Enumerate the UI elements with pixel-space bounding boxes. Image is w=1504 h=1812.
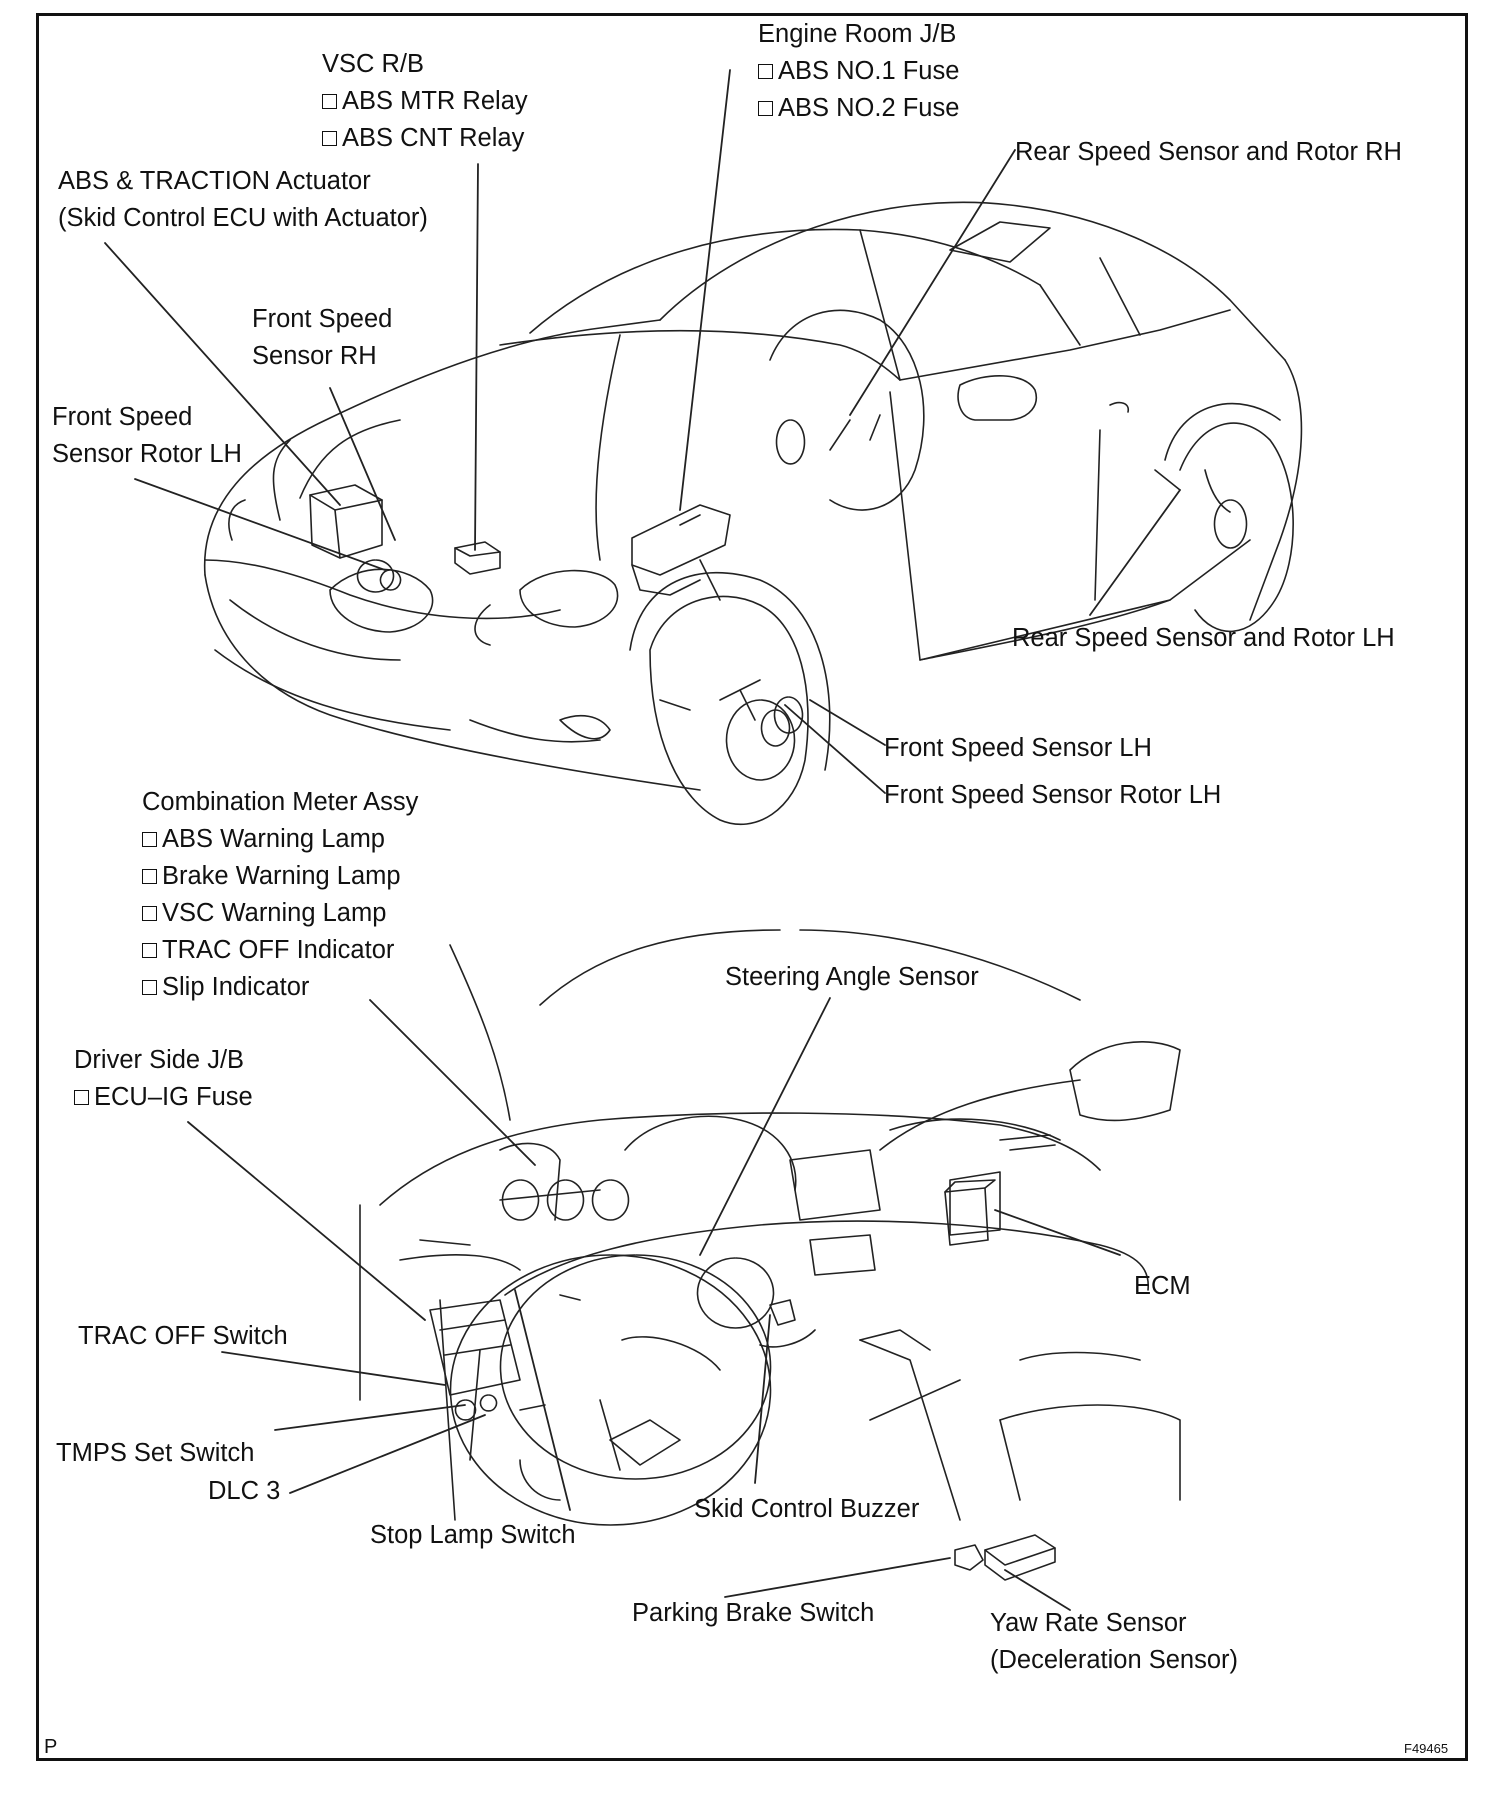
checkbox-icon [142,869,157,884]
slip-indicator-item: Slip Indicator [142,969,418,1006]
checkbox-icon [142,906,157,921]
corner-mark: P [44,1736,58,1758]
trac-off-indicator-item: TRAC OFF Indicator [142,932,418,969]
checkbox-icon [322,131,337,146]
abs-actuator-label: ABS & TRACTION Actuator (Skid Control EC… [58,163,428,237]
steering-angle-sensor-label: Steering Angle Sensor [725,963,979,991]
abs-actuator-line-2: (Skid Control ECU with Actuator) [58,204,428,232]
brake-warning-lamp-text: Brake Warning Lamp [162,862,401,890]
checkbox-icon [322,94,337,109]
front-speed-sensor-rotor-lh-label: Front Speed Sensor Rotor LH [884,781,1222,809]
rear-speed-sensor-rh-label: Rear Speed Sensor and Rotor RH [1015,138,1402,166]
ecm-label: ECM [1134,1272,1191,1300]
slip-indicator-text: Slip Indicator [162,973,310,1001]
front-speed-sensor-lh-label: Front Speed Sensor LH [884,734,1152,762]
dlc3-label: DLC 3 [208,1477,281,1505]
stop-lamp-switch-label: Stop Lamp Switch [370,1521,576,1549]
engine-room-jb-title: Engine Room J/B [758,20,957,48]
abs-warning-lamp-item: ABS Warning Lamp [142,821,418,858]
ecu-ig-fuse-text: ECU–IG Fuse [94,1083,253,1111]
engine-room-jb-label: Engine Room J/B ABS NO.1 Fuse ABS NO.2 F… [758,16,959,127]
abs-mtr-relay-item: ABS MTR Relay [322,83,528,120]
vsc-warning-lamp-item: VSC Warning Lamp [142,895,418,932]
front-speed-sensor-rh-label: Front Speed Sensor RH [252,301,392,375]
trac-off-indicator-text: TRAC OFF Indicator [162,936,395,964]
checkbox-icon [142,943,157,958]
yaw-rate-sensor-label: Yaw Rate Sensor (Deceleration Sensor) [990,1605,1238,1679]
front-speed-sensor-rh-line-2: Sensor RH [252,342,377,370]
abs-no2-fuse-text: ABS NO.2 Fuse [778,94,960,122]
checkbox-icon [142,980,157,995]
checkbox-icon [74,1090,89,1105]
tmps-set-switch-label: TMPS Set Switch [56,1439,255,1467]
front-speed-sensor-rotor-lh-line-1: Front Speed [52,403,193,431]
abs-no2-fuse-item: ABS NO.2 Fuse [758,90,959,127]
front-speed-sensor-rh-line-1: Front Speed [252,305,393,333]
yaw-rate-sensor-line-1: Yaw Rate Sensor [990,1609,1187,1637]
checkbox-icon [758,101,773,116]
abs-mtr-relay-text: ABS MTR Relay [342,87,528,115]
interior-illustration [359,929,1181,1581]
figure-id: F49465 [1404,1741,1449,1756]
abs-warning-lamp-text: ABS Warning Lamp [162,825,385,853]
front-speed-sensor-rotor-lh-line-2: Sensor Rotor LH [52,440,242,468]
ecu-ig-fuse-item: ECU–IG Fuse [74,1079,253,1116]
car-illustration [203,201,1303,826]
abs-no1-fuse-item: ABS NO.1 Fuse [758,53,959,90]
abs-cnt-relay-text: ABS CNT Relay [342,124,525,152]
skid-control-buzzer-label: Skid Control Buzzer [694,1495,920,1523]
abs-actuator-line-1: ABS & TRACTION Actuator [58,167,371,195]
checkbox-icon [142,832,157,847]
vsc-warning-lamp-text: VSC Warning Lamp [162,899,387,927]
parking-brake-switch-label: Parking Brake Switch [632,1599,875,1627]
rear-speed-sensor-lh-label: Rear Speed Sensor and Rotor LH [1012,624,1395,652]
leader-lines [104,69,1181,1611]
combination-meter-title: Combination Meter Assy [142,788,419,816]
abs-no1-fuse-text: ABS NO.1 Fuse [778,57,960,85]
vsc-relay-block-title: VSC R/B [322,50,425,78]
combination-meter-label: Combination Meter Assy ABS Warning Lamp … [142,784,418,1006]
diagram-frame [36,13,1468,1761]
driver-side-jb-label: Driver Side J/B ECU–IG Fuse [74,1042,253,1116]
vsc-relay-block-label: VSC R/B ABS MTR Relay ABS CNT Relay [322,46,528,157]
checkbox-icon [758,64,773,79]
abs-cnt-relay-item: ABS CNT Relay [322,120,528,157]
yaw-rate-sensor-line-2: (Deceleration Sensor) [990,1646,1239,1674]
brake-warning-lamp-item: Brake Warning Lamp [142,858,418,895]
driver-side-jb-title: Driver Side J/B [74,1046,245,1074]
front-speed-sensor-rotor-lh-upper-label: Front Speed Sensor Rotor LH [52,399,242,473]
trac-off-switch-label: TRAC OFF Switch [78,1322,288,1350]
